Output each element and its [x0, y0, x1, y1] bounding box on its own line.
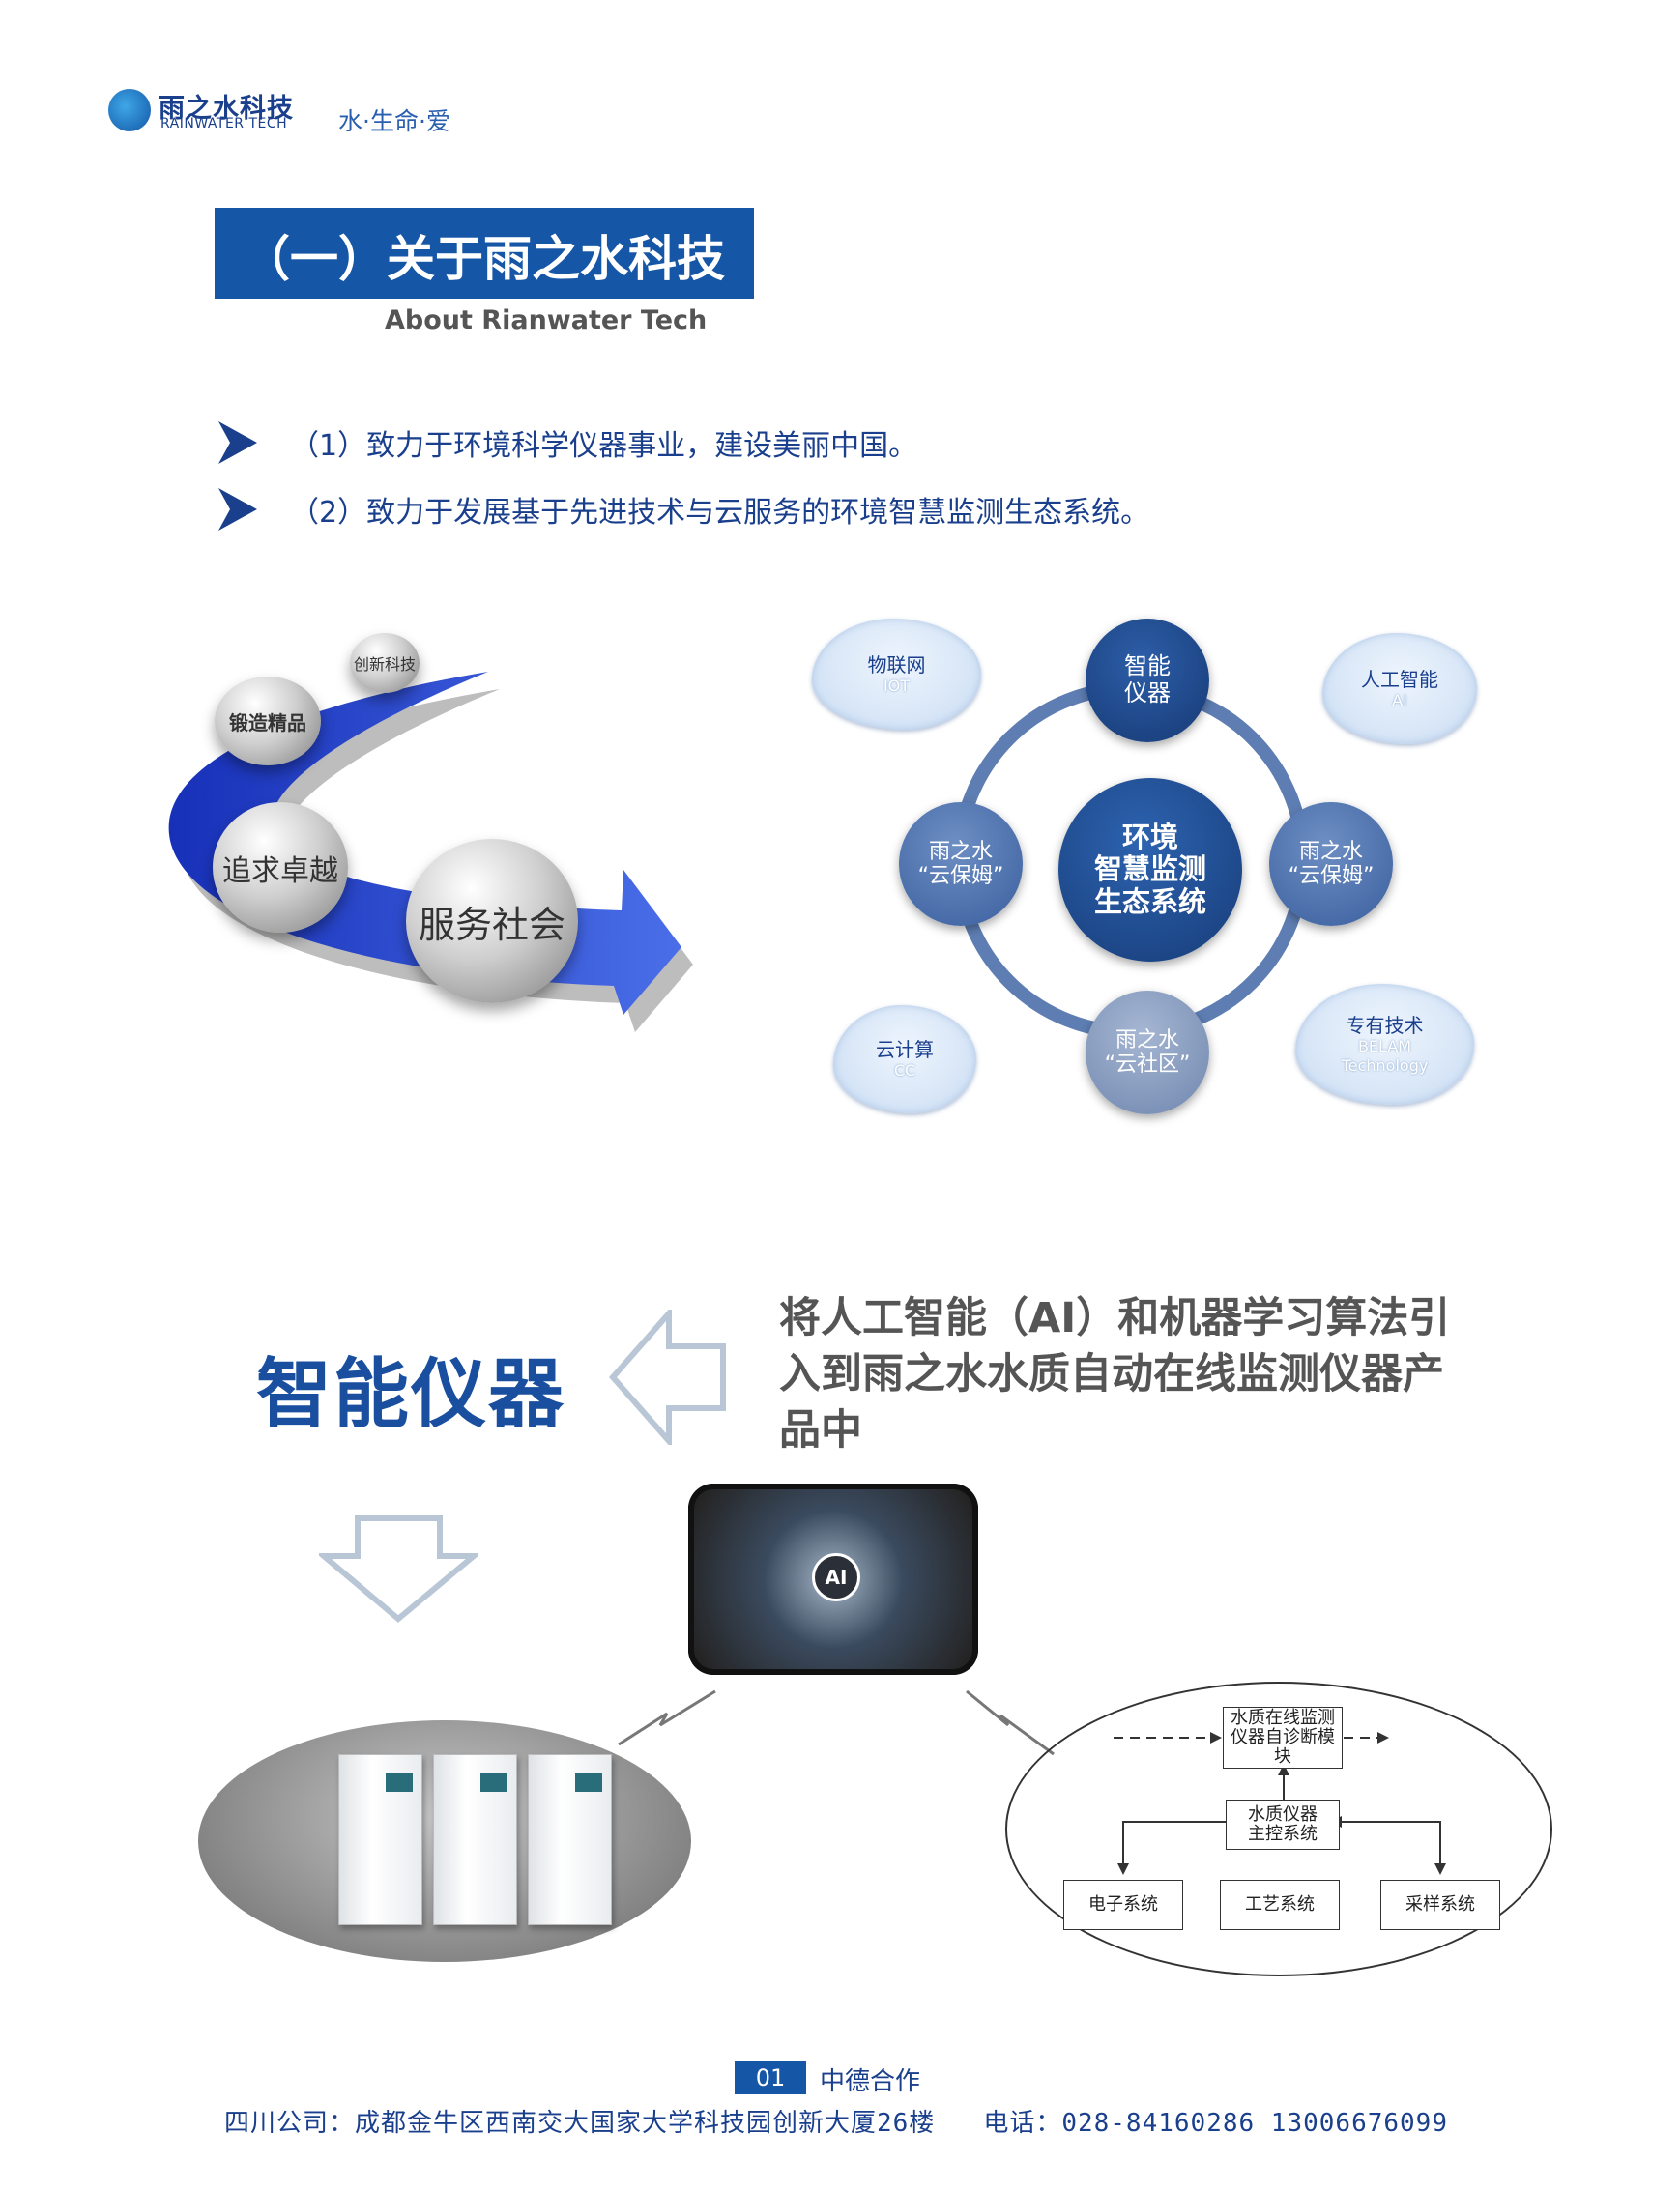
node-cloud-nanny-right: 雨之水 “云保姆” [1269, 802, 1393, 926]
bullet-arrow-icon [218, 421, 257, 464]
diag-line-2: 仪器自诊断模 [1231, 1727, 1335, 1747]
wireless-link-left-icon [618, 1689, 716, 1746]
sphere-excellence-label: 追求卓越 [222, 853, 338, 888]
diag-line-1: 水质在线监测 [1231, 1708, 1335, 1728]
cloud-ai: 人工智能 AI [1322, 633, 1477, 744]
logo-en-text: RAINWATER TECH [160, 116, 288, 131]
footer-phone: 电话：028-84160286 13006676099 [983, 2109, 1448, 2138]
electronic-system-box: 电子系统 [1063, 1880, 1183, 1930]
bullet-2-text: （2）致力于发展基于先进技术与云服务的环境智慧监测生态系统。 [290, 496, 1150, 530]
node-top-line-1: 智能 [1124, 652, 1171, 680]
node-left-line-2: “云保姆” [917, 864, 1004, 888]
cloud-tech-cn: 专有技术 [1346, 1014, 1424, 1038]
footer-contact: 四川公司：成都金牛区西南交大国家大学科技园创新大厦26楼 电话：028-84160… [224, 2103, 1448, 2139]
process-system-box: 工艺系统 [1220, 1880, 1340, 1930]
cloud-cc-en: CC [893, 1061, 916, 1081]
ai-badge: AI [812, 1553, 860, 1601]
cabinet-screen [386, 1773, 413, 1792]
node-right-line-1: 雨之水 [1298, 839, 1363, 864]
wireless-link-right-icon [966, 1689, 1055, 1756]
node-right-line-2: “云保姆” [1288, 864, 1375, 888]
cloud-iot-en: IOT [883, 676, 911, 695]
ai-description: 将人工智能（AI）和机器学习算法引入到雨之水水质自动在线监测仪器产品中 [779, 1294, 1451, 1455]
logo-cn-text: 雨之水科技 [159, 94, 294, 124]
node-top-line-2: 仪器 [1124, 679, 1171, 706]
cloud-tech-en2: Technology [1341, 1055, 1429, 1075]
cloud-cc: 云计算 CC [833, 1005, 976, 1113]
center-line-2: 智慧监测 [1093, 852, 1206, 886]
center-line-3: 生态系统 [1093, 884, 1206, 918]
sphere-quality-label: 锻造精品 [229, 710, 306, 735]
instrument-cabinet [338, 1754, 422, 1925]
node-cloud-community: 雨之水 “云社区” [1086, 991, 1209, 1114]
bullet-1-text: （1）致力于环境科学仪器事业，建设美丽中国。 [290, 429, 918, 463]
elec-label: 电子系统 [1088, 1894, 1158, 1915]
center-line-1: 环境 [1121, 820, 1178, 853]
node-bottom-line-1: 雨之水 [1115, 1027, 1179, 1052]
node-bottom-line-2: “云社区” [1104, 1052, 1191, 1077]
ai-city-image: AI [688, 1484, 978, 1675]
section-title: （一）关于雨之水科技 [242, 231, 725, 287]
cloud-iot-cn: 物联网 [867, 652, 926, 677]
section-subtitle: About Rianwater Tech [385, 305, 708, 335]
main-line-2: 主控系统 [1248, 1824, 1318, 1844]
sphere-excellence: 追求卓越 [213, 802, 348, 933]
system-diagram-ellipse [1005, 1682, 1552, 1976]
ecosystem-center-node: 环境 智慧监测 生态系统 [1058, 778, 1242, 962]
main-control-box: 水质仪器 主控系统 [1226, 1800, 1340, 1850]
diag-line-3: 块 [1274, 1746, 1291, 1767]
cloud-tech-en1: BELAM [1357, 1037, 1412, 1056]
cloud-cc-cn: 云计算 [876, 1038, 934, 1062]
arrow-left-outline-icon [609, 1310, 726, 1445]
sampling-system-box: 采样系统 [1380, 1880, 1500, 1930]
cloud-ai-cn: 人工智能 [1361, 667, 1438, 691]
cloud-proprietary-tech: 专有技术 BELAM Technology [1295, 984, 1474, 1105]
main-line-1: 水质仪器 [1248, 1804, 1318, 1825]
cloud-ai-en: AI [1392, 690, 1407, 709]
page-label: 中德合作 [820, 2067, 921, 2096]
node-smart-instrument: 智能 仪器 [1086, 619, 1209, 742]
cabinet-screen [575, 1773, 602, 1792]
diagnostic-module-box: 水质在线监测 仪器自诊断模 块 [1223, 1707, 1343, 1769]
page-number: 01 [735, 2061, 806, 2094]
section-title-box [215, 208, 754, 299]
company-logo-icon [108, 89, 151, 131]
sphere-service-label: 服务社会 [418, 903, 565, 946]
cabinet-screen [480, 1773, 507, 1792]
node-left-line-1: 雨之水 [928, 839, 993, 864]
footer-address: 四川公司：成都金牛区西南交大国家大学科技园创新大厦26楼 [224, 2109, 936, 2138]
sphere-innovation-label: 创新科技 [353, 655, 416, 674]
arrow-down-outline-icon [319, 1515, 478, 1623]
bullet-arrow-icon [218, 488, 257, 531]
sphere-quality: 锻造精品 [215, 677, 321, 765]
node-cloud-nanny-left: 雨之水 “云保姆” [899, 802, 1023, 926]
slogan: 水·生命·爱 [338, 107, 450, 135]
smart-instrument-title: 智能仪器 [256, 1351, 566, 1438]
instrument-cabinet [528, 1754, 612, 1925]
proc-label: 工艺系统 [1245, 1894, 1315, 1915]
sphere-service: 服务社会 [406, 839, 578, 1003]
sphere-innovation: 创新科技 [350, 633, 420, 693]
cloud-iot: 物联网 IOT [812, 619, 981, 730]
instrument-cabinet [433, 1754, 517, 1925]
samp-label: 采样系统 [1405, 1894, 1475, 1915]
